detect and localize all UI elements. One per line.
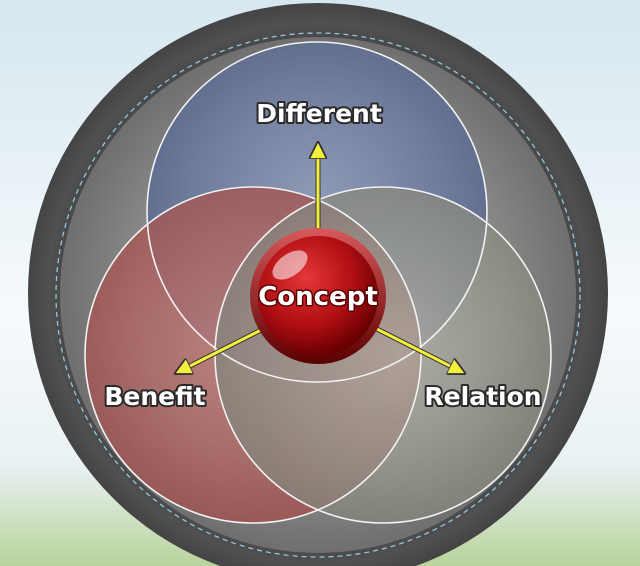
circle-left-outline <box>84 186 422 524</box>
circle-right <box>215 187 551 523</box>
label-left: Benefit <box>104 382 205 411</box>
circle-top-outline <box>146 41 488 383</box>
center-label: Concept <box>258 282 378 312</box>
center-highlight <box>272 250 308 280</box>
venn-outlines <box>84 41 552 524</box>
label-right: Relation <box>424 382 541 411</box>
center-node <box>250 228 386 364</box>
dashed-ring <box>55 32 581 558</box>
label-top: Different <box>256 99 382 128</box>
arrows <box>182 150 458 370</box>
